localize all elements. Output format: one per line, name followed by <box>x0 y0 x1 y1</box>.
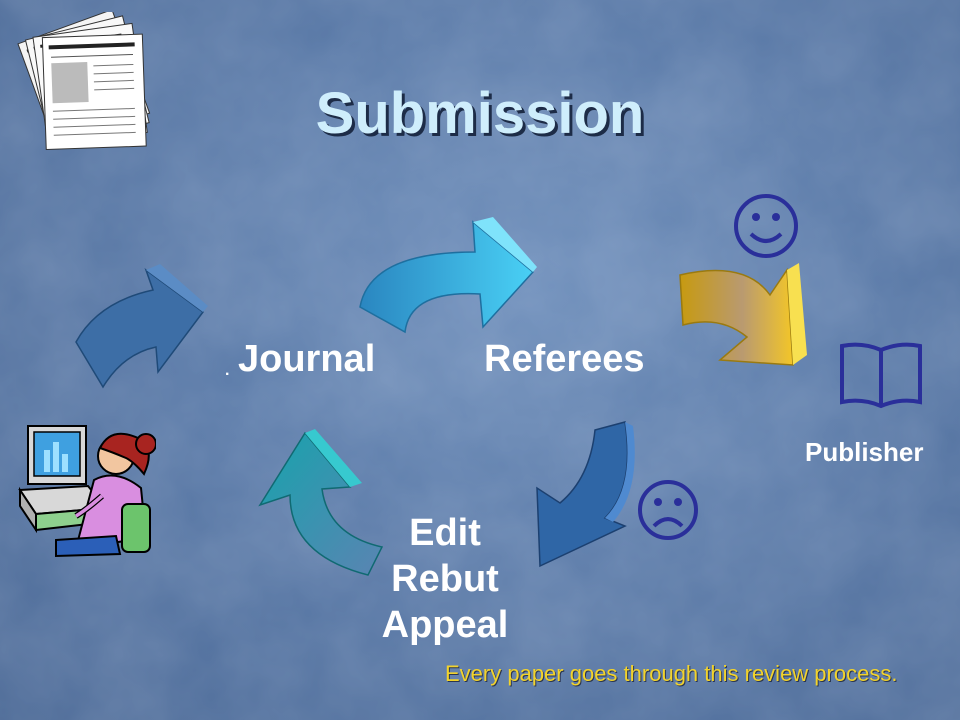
smiley-face-icon <box>734 194 798 258</box>
referees-label: Referees <box>484 338 645 380</box>
rebut-label: Rebut <box>391 558 499 600</box>
footnote: Every paper goes through this review pro… <box>445 661 898 686</box>
arrow-icon <box>536 421 635 568</box>
publisher-label: Publisher <box>805 437 924 467</box>
edit-label: Edit <box>409 512 481 554</box>
arrow-icon <box>679 263 807 366</box>
newspaper-stack-icon <box>17 12 151 151</box>
book-icon <box>840 342 922 409</box>
arrow-icon <box>75 264 208 389</box>
arrow-icon <box>359 217 537 334</box>
journal-label: Journal <box>238 338 376 380</box>
appeal-label: Appeal <box>381 604 509 646</box>
slide-title: Submission <box>315 81 645 146</box>
computer-user-icon <box>18 425 156 558</box>
journal-bullet-dot: . <box>225 362 230 379</box>
frown-face-icon <box>638 480 698 540</box>
arrow-icon <box>258 429 384 576</box>
edit-rebut-appeal-label: Edit Rebut Appeal <box>360 510 530 648</box>
